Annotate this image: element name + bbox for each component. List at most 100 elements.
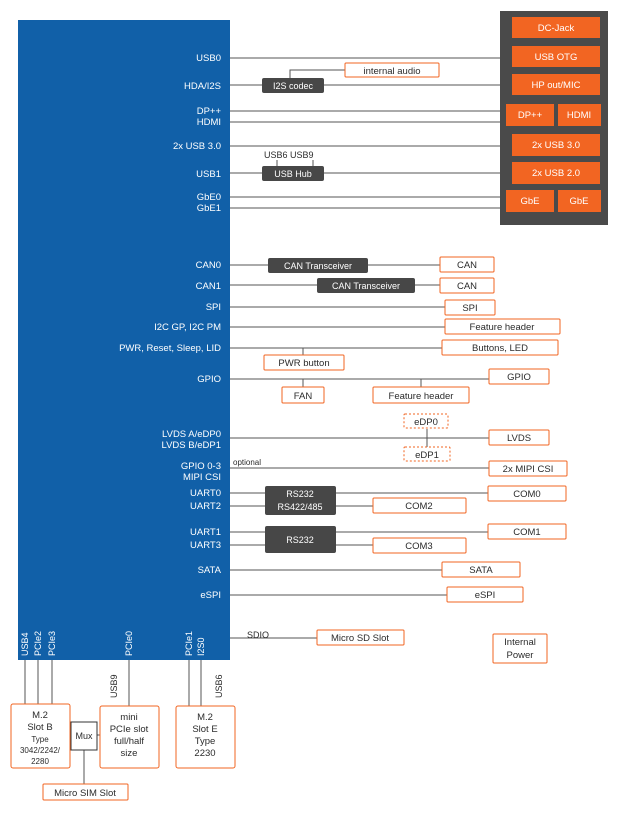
svg-text:COM1: COM1 <box>513 527 540 538</box>
svg-text:3042/2242/: 3042/2242/ <box>20 746 61 755</box>
label-optional: optional <box>233 458 261 467</box>
svg-text:2x USB 3.0: 2x USB 3.0 <box>532 140 580 151</box>
outline-connector-labels: internal audio CAN CAN SPI Feature heade… <box>54 66 553 799</box>
signal-pcie1: PCIe1 <box>184 631 194 656</box>
connector-edp0 <box>403 413 449 429</box>
module-block <box>18 20 230 660</box>
connector-micro-sim <box>42 783 129 801</box>
label-usb6: USB6 <box>214 674 224 698</box>
signal-usb4: USB4 <box>20 632 30 656</box>
outline-connectors <box>10 62 568 801</box>
chip-can-transceiver-0: CAN Transceiver <box>268 258 368 273</box>
svg-text:Type: Type <box>31 735 49 744</box>
svg-text:eSPI: eSPI <box>475 590 496 601</box>
svg-text:RS232: RS232 <box>286 489 314 499</box>
signal-i2c: I2C GP, I2C PM <box>154 322 221 333</box>
signal-can1: CAN1 <box>196 281 221 292</box>
svg-text:COM2: COM2 <box>405 501 432 512</box>
svg-text:Power: Power <box>507 650 534 661</box>
label-usb9: USB9 <box>109 674 119 698</box>
svg-text:LVDS: LVDS <box>507 433 531 444</box>
svg-text:DC-Jack: DC-Jack <box>538 23 575 34</box>
svg-text:USB Hub: USB Hub <box>274 169 312 179</box>
signal-espi: eSPI <box>200 590 221 601</box>
signal-lvds-b: LVDS B/eDP1 <box>162 440 222 451</box>
svg-text:SPI: SPI <box>462 303 477 314</box>
svg-text:full/half: full/half <box>114 736 144 747</box>
chip-mux <box>70 721 98 751</box>
signal-gbe1: GbE1 <box>197 203 221 214</box>
signal-uart3: UART3 <box>190 540 221 551</box>
chip-rs232-bottom: RS232 <box>265 526 336 553</box>
connector-internal-audio <box>344 62 440 78</box>
svg-text:Feature header: Feature header <box>389 391 454 402</box>
signal-pwr: PWR, Reset, Sleep, LID <box>119 343 221 354</box>
svg-text:CAN Transceiver: CAN Transceiver <box>332 281 400 291</box>
svg-text:SATA: SATA <box>469 565 493 576</box>
svg-text:GPIO: GPIO <box>507 372 531 383</box>
svg-text:HDMI: HDMI <box>567 110 591 121</box>
signal-spi: SPI <box>206 302 221 313</box>
connector-com0 <box>487 485 567 502</box>
svg-text:Feature header: Feature header <box>470 322 535 333</box>
svg-text:HP out/MIC: HP out/MIC <box>532 80 581 91</box>
signal-usb0: USB0 <box>196 53 221 64</box>
connector-feature-header-1 <box>444 318 561 335</box>
svg-text:Slot E: Slot E <box>192 724 217 735</box>
svg-text:Slot B: Slot B <box>27 722 52 733</box>
svg-text:COM3: COM3 <box>405 541 432 552</box>
svg-text:FAN: FAN <box>294 391 313 402</box>
signal-usb1: USB1 <box>196 169 221 180</box>
chip-i2s-codec: I2S codec <box>262 78 324 93</box>
signal-gpio: GPIO <box>197 374 221 385</box>
svg-text:Internal: Internal <box>504 637 536 648</box>
label-sdio: SDIO <box>247 630 269 640</box>
module-signal-labels: USB0 HDA/I2S DP++ HDMI 2x USB 3.0 USB1 G… <box>119 53 222 601</box>
connector-com1 <box>487 523 567 540</box>
signal-gbe0: GbE0 <box>197 192 221 203</box>
connector-can1 <box>439 277 495 294</box>
svg-text:M.2: M.2 <box>197 712 213 723</box>
signal-dp: DP++ <box>197 106 222 117</box>
label-usb6-usb9: USB6 USB9 <box>264 150 314 160</box>
signal-i2s0: I2S0 <box>196 637 206 656</box>
svg-text:PCIe slot: PCIe slot <box>110 724 149 735</box>
rear-io-connectors: DC-Jack USB OTG HP out/MIC DP++ HDMI 2x … <box>506 17 601 212</box>
chip-rs232-rs422: RS232 RS422/485 <box>265 486 336 515</box>
signal-hda-i2s: HDA/I2S <box>184 81 221 92</box>
signal-sata: SATA <box>198 565 222 576</box>
svg-text:2x MIPI CSI: 2x MIPI CSI <box>503 464 554 475</box>
svg-text:2x USB 2.0: 2x USB 2.0 <box>532 168 580 179</box>
connection-lines <box>24 57 512 784</box>
signal-pcie2: PCIe2 <box>33 631 43 656</box>
svg-text:CAN: CAN <box>457 260 477 271</box>
connector-gpio <box>488 368 550 385</box>
slot-m2-e <box>175 705 236 769</box>
connector-sata <box>441 561 521 578</box>
svg-text:GbE: GbE <box>520 196 539 207</box>
signal-can0: CAN0 <box>196 260 221 271</box>
connector-com2 <box>372 497 467 514</box>
connector-gbe-b: GbE <box>558 190 601 212</box>
svg-text:Micro SIM Slot: Micro SIM Slot <box>54 788 116 799</box>
connector-edp1 <box>403 446 451 462</box>
svg-text:internal audio: internal audio <box>363 66 420 77</box>
slot-m2-b <box>10 703 71 769</box>
svg-text:2230: 2230 <box>194 748 215 759</box>
connector-spi <box>444 299 496 316</box>
connector-espi <box>446 586 524 603</box>
svg-text:Buttons, LED: Buttons, LED <box>472 343 528 354</box>
slot-mini-pcie <box>99 705 160 769</box>
chips: I2S codec USB Hub CAN Transceiver CAN Tr… <box>262 78 415 553</box>
chip-usb-hub: USB Hub <box>262 166 324 181</box>
signal-mipi-csi: MIPI CSI <box>183 472 221 483</box>
connector-mipi-csi <box>488 460 568 477</box>
connector-usb20: 2x USB 2.0 <box>512 162 600 184</box>
svg-text:RS232: RS232 <box>286 535 314 545</box>
connector-can0 <box>439 256 495 273</box>
chip-can-transceiver-1: CAN Transceiver <box>317 278 415 293</box>
misc-labels: USB6 USB9 optional SDIO USB9 USB6 <box>109 150 314 698</box>
connector-usb30: 2x USB 3.0 <box>512 134 600 156</box>
connector-hp-out-mic: HP out/MIC <box>512 74 600 95</box>
